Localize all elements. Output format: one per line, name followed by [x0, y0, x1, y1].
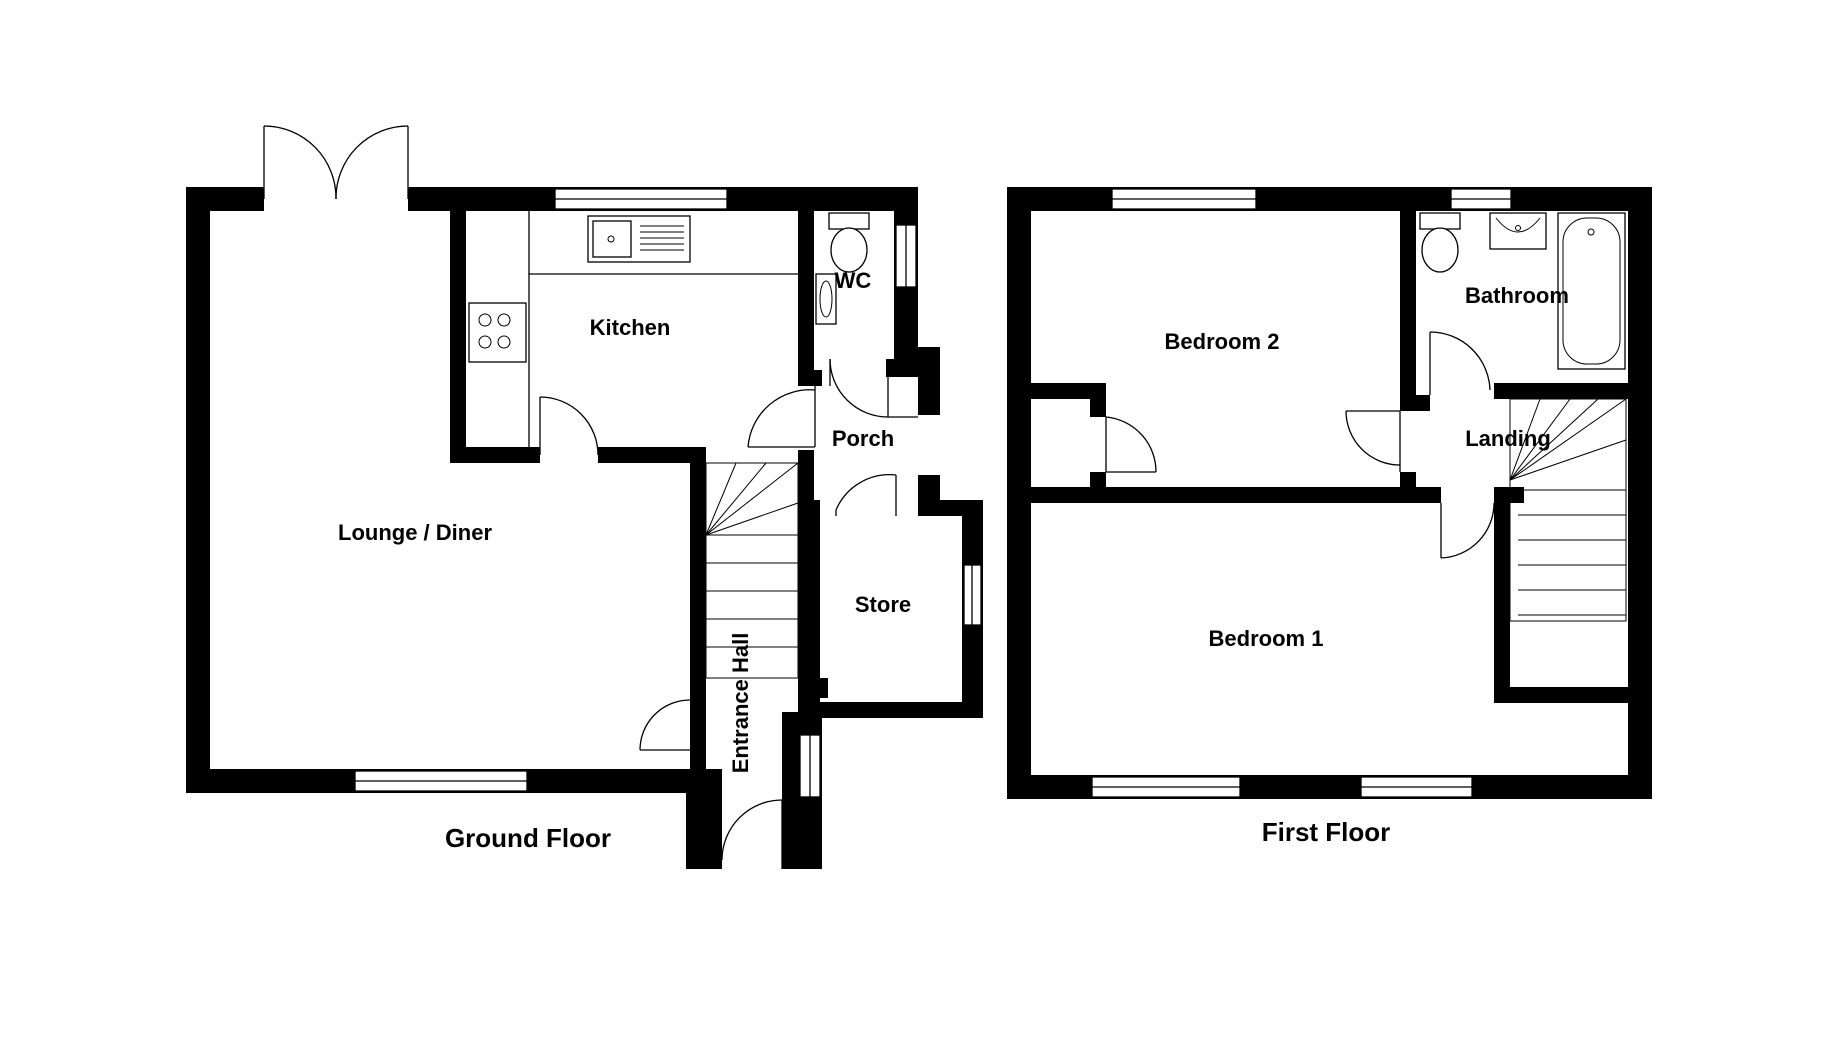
- wall: [798, 500, 820, 718]
- wall: [1090, 383, 1106, 417]
- door: [1429, 331, 1491, 395]
- window: [354, 770, 528, 792]
- room-label-bedroom-1: Bedroom 1: [1209, 626, 1324, 651]
- wall: [886, 359, 918, 377]
- door: [539, 396, 599, 456]
- room-label-bedroom-2: Bedroom 2: [1165, 329, 1280, 354]
- kitchen-worktop: [528, 211, 814, 447]
- wall: [1416, 395, 1430, 411]
- basin: [1489, 212, 1547, 250]
- first-floor-plan: [1007, 187, 1652, 799]
- window: [1360, 776, 1473, 798]
- ground-floor-plan: [186, 125, 983, 869]
- wall: [1400, 472, 1416, 502]
- door: [747, 386, 816, 448]
- wall: [1090, 472, 1106, 502]
- room-label-wc: WC: [835, 268, 872, 293]
- door: [829, 358, 918, 418]
- room-label-landing: Landing: [1465, 426, 1551, 451]
- door: [639, 699, 691, 751]
- french-doors: [263, 125, 409, 200]
- toilet: [1419, 212, 1461, 273]
- wall: [1007, 187, 1031, 799]
- hob: [468, 302, 527, 363]
- stairs: [705, 462, 799, 679]
- wall: [1007, 187, 1652, 211]
- wall: [598, 447, 706, 463]
- wall: [798, 211, 814, 386]
- wall: [1031, 383, 1103, 399]
- window: [895, 224, 917, 288]
- door: [835, 473, 897, 516]
- floor-label-first: First Floor: [1262, 817, 1391, 847]
- room-label-entrance-hall: Entrance Hall: [728, 633, 753, 774]
- wall: [686, 769, 722, 869]
- room-label-lounge-diner: Lounge / Diner: [338, 520, 492, 545]
- wall: [1400, 211, 1416, 411]
- window: [963, 564, 982, 626]
- wall: [1494, 487, 1510, 703]
- wall: [450, 447, 540, 463]
- room-label-bathroom: Bathroom: [1465, 283, 1569, 308]
- room-label-porch: Porch: [832, 426, 894, 451]
- window: [1111, 188, 1257, 210]
- room-label-kitchen: Kitchen: [590, 315, 671, 340]
- wall: [798, 678, 828, 698]
- bath: [1557, 212, 1626, 370]
- wall: [1031, 487, 1441, 503]
- wall: [690, 447, 706, 775]
- wall: [1628, 187, 1652, 799]
- basin: [815, 273, 837, 325]
- wall: [1510, 487, 1524, 503]
- window: [799, 734, 821, 798]
- window: [1091, 776, 1241, 798]
- stairs: [1509, 398, 1627, 622]
- door: [1440, 502, 1495, 559]
- front-door: [721, 799, 783, 869]
- door: [1345, 410, 1401, 472]
- wall: [798, 450, 814, 510]
- wall: [798, 370, 822, 386]
- wall: [450, 211, 466, 463]
- window: [554, 188, 728, 210]
- wall: [918, 475, 940, 511]
- toilet: [828, 212, 870, 273]
- wall: [1494, 383, 1628, 399]
- wall: [186, 187, 264, 211]
- window: [1450, 188, 1512, 210]
- door: [1105, 416, 1157, 473]
- wall: [1494, 687, 1628, 703]
- room-label-store: Store: [855, 592, 911, 617]
- kitchen-sink: [587, 215, 691, 263]
- wall: [918, 347, 940, 415]
- wall: [815, 702, 983, 718]
- floor-label-ground: Ground Floor: [445, 823, 611, 853]
- wall: [186, 187, 210, 793]
